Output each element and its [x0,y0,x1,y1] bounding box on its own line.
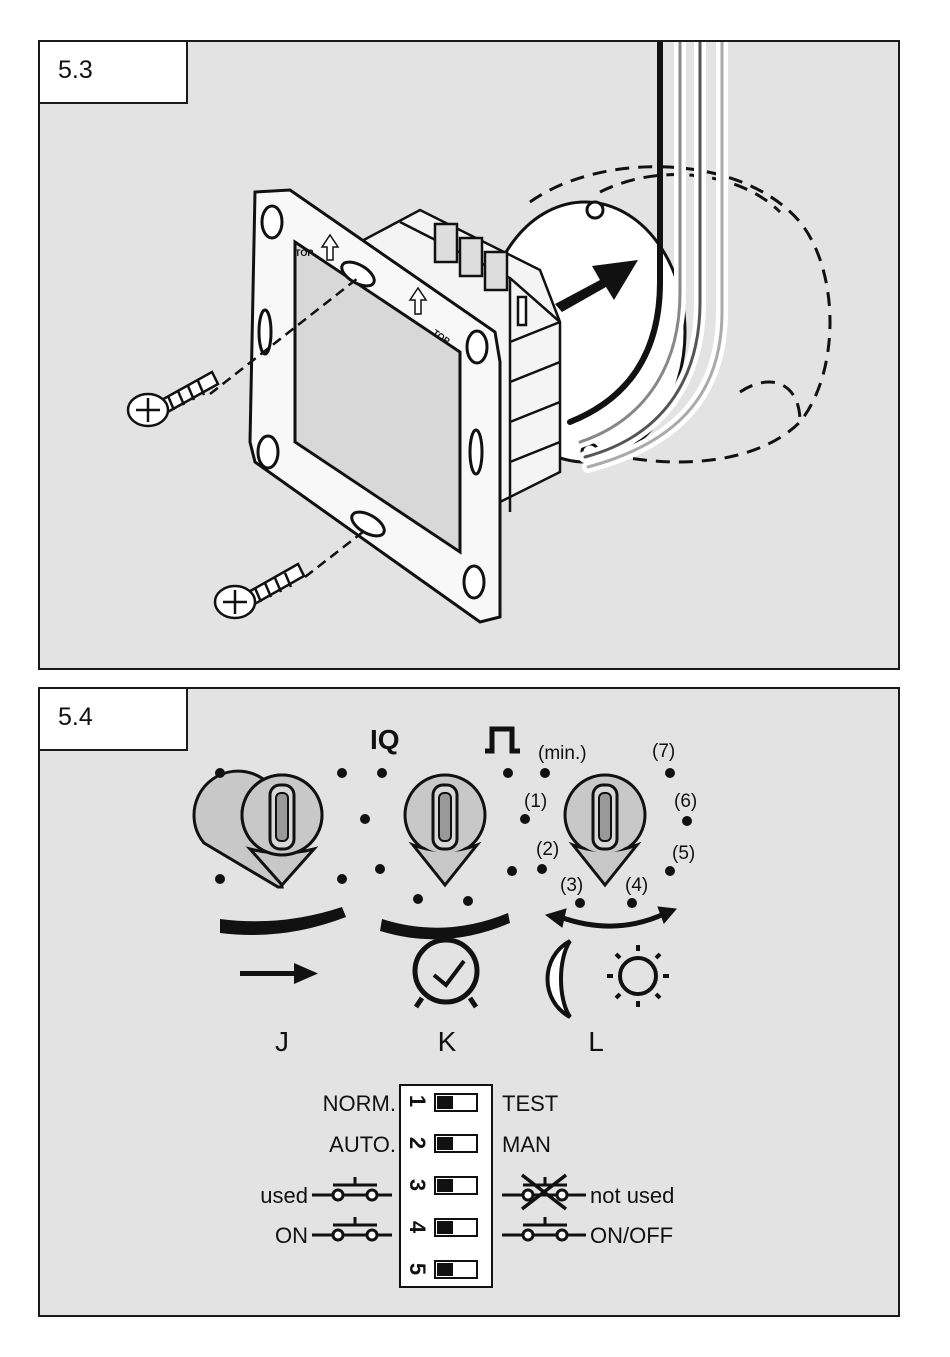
svg-text:5: 5 [405,1263,430,1275]
impulse-icon [485,729,520,751]
frame-top-label-left: TOP [295,248,313,258]
pushbutton-used-icon [312,1177,392,1200]
svg-text:1: 1 [405,1095,430,1107]
svg-text:4: 4 [405,1221,430,1234]
pushbutton-on-off-icon [502,1217,586,1240]
svg-text:(3): (3) [560,875,583,896]
iq-label: IQ [370,724,400,755]
knob-j-range-arc [220,907,346,935]
settings-diagram: IQ [40,689,900,1317]
knob-k-range-arc [380,913,510,939]
screw-top [128,372,218,426]
screw-bottom [215,564,304,618]
box-screw-hole-top [587,202,603,218]
dip-1-left-label: NORM. [323,1091,396,1116]
knob-letter-j: J [275,1026,289,1057]
dip-1-right-label: TEST [502,1091,558,1116]
pushbutton-on-icon [312,1217,392,1240]
knob-letter-l: L [588,1026,604,1057]
sun-icon [607,945,669,1007]
panel-label-5-3: 5.3 [40,42,188,104]
mounting-illustration: TOP TOP [40,42,900,670]
pushbutton-not-used-icon [502,1175,586,1209]
dip-2-right-label: MAN [502,1132,551,1157]
dip-3-left-label: used [260,1183,308,1208]
knob-k[interactable] [405,775,485,885]
svg-text:(6): (6) [674,791,697,812]
svg-text:(5): (5) [672,843,695,864]
panel-5-4: IQ [38,687,900,1317]
svg-text:3: 3 [405,1179,430,1191]
dip-4-left-label: ON [275,1223,308,1248]
panel-5-3: TOP TOP 5.3 [38,40,900,670]
dip-4-right-label: ON/OFF [590,1223,673,1248]
knob-letter-k: K [438,1026,457,1057]
svg-text:(7): (7) [652,741,675,762]
moon-icon [548,941,571,1017]
knob-l[interactable] [565,775,645,885]
arrow-right-icon [240,963,318,984]
svg-text:2: 2 [405,1137,430,1149]
svg-text:(1): (1) [524,791,547,812]
svg-text:(4): (4) [625,875,648,896]
clock-icon [415,940,477,1007]
dip-3-right-label: not used [590,1183,674,1208]
knob-j[interactable] [194,771,322,887]
dip-2-left-label: AUTO. [329,1132,396,1157]
panel-label-5-4: 5.4 [40,689,188,751]
svg-text:(min.): (min.) [538,743,587,764]
svg-text:(2): (2) [536,839,559,860]
knob-l-range-arrow [546,907,676,927]
